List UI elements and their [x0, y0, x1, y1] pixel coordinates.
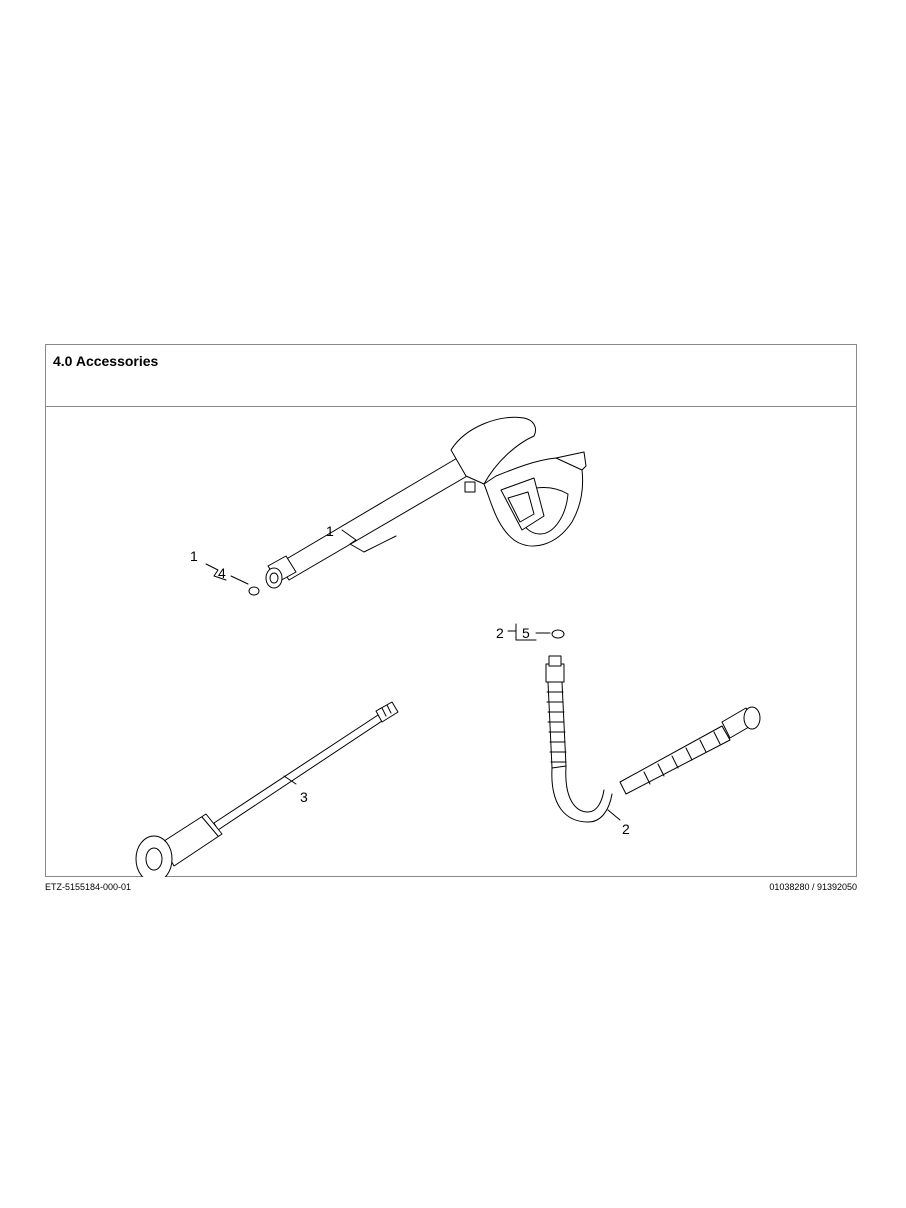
spray-lance [135, 701, 399, 877]
callouts: 1 1 4 2 5 3 2 [190, 523, 630, 837]
accessories-frame: 4.0 Accessories [45, 344, 857, 877]
document-code: ETZ-5155184-000-01 [45, 882, 132, 892]
spray-gun [265, 416, 587, 589]
callout-hose-oring: 5 [522, 625, 530, 641]
callout-lance: 3 [300, 789, 308, 805]
page-title: 4.0 Accessories [53, 353, 159, 369]
part-numbers: 01038280 / 91392050 [769, 882, 857, 892]
callout-gun: 1 [326, 523, 334, 539]
exploded-view-drawing: 1 1 4 2 5 3 2 [135, 416, 761, 877]
hp-hose [545, 655, 761, 823]
callout-hose-group: 2 [496, 625, 504, 641]
hose-oring [551, 629, 565, 639]
callout-hose: 2 [622, 821, 630, 837]
section-header: 4.0 Accessories [46, 345, 856, 407]
gun-oring [248, 586, 260, 596]
callout-gun-oring: 4 [218, 565, 226, 581]
callout-gun-group: 1 [190, 548, 198, 564]
